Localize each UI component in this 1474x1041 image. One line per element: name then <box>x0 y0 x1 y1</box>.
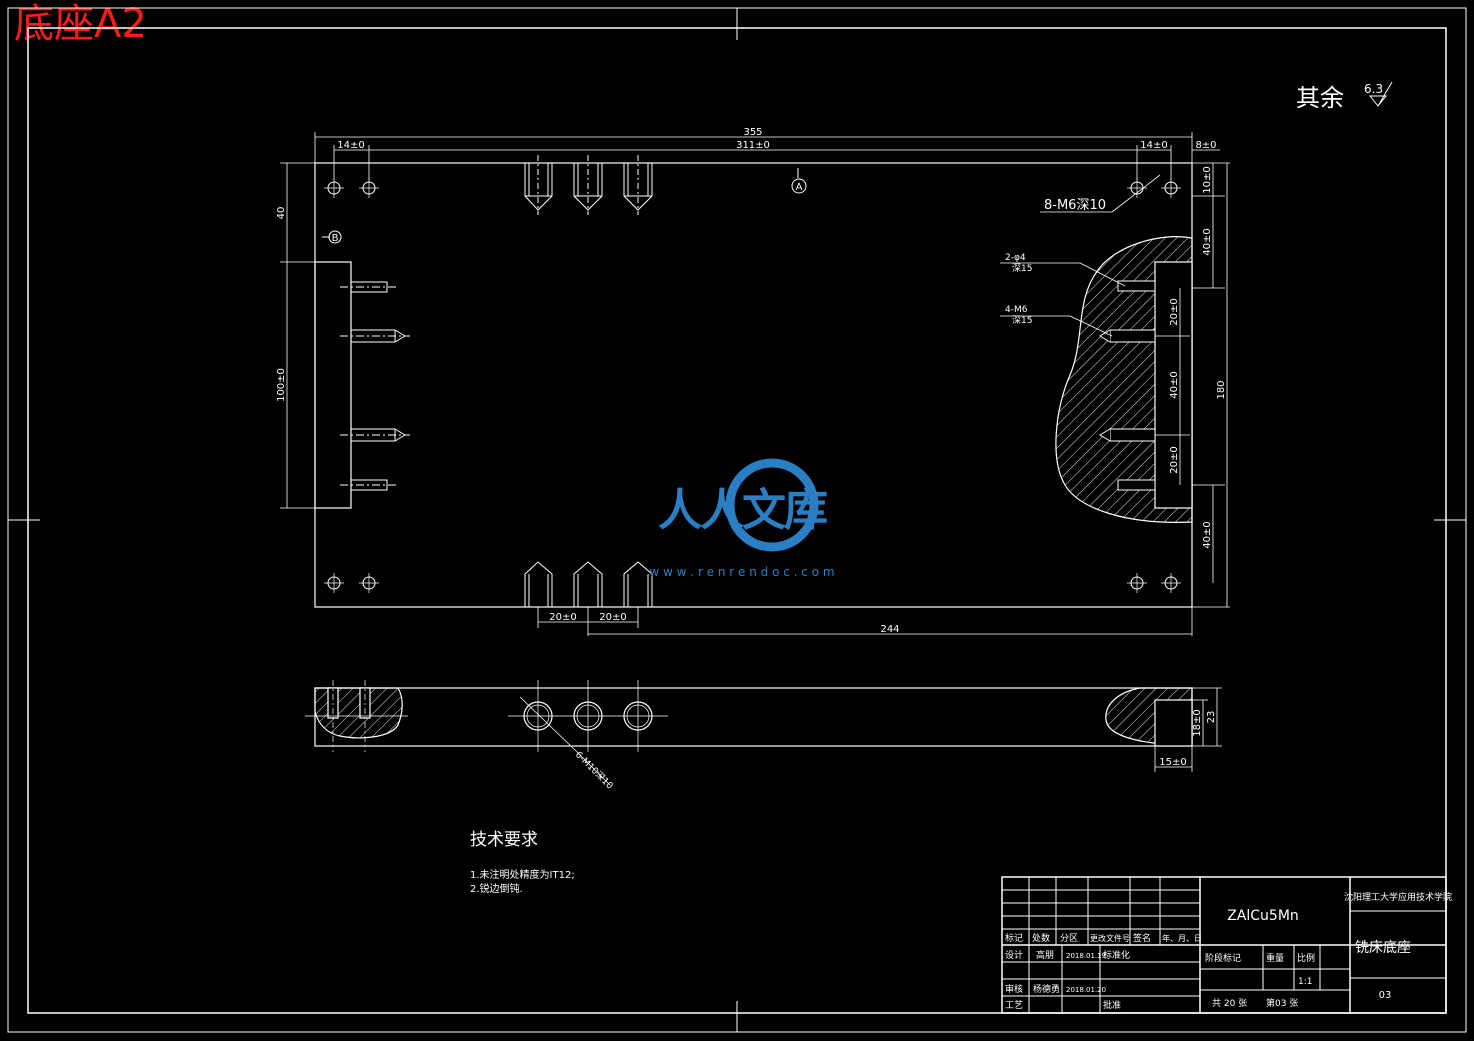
dim-10: 10±0 <box>1202 166 1213 193</box>
hdr-mark: 标记 <box>1005 932 1023 944</box>
dim-15: 15±0 <box>1159 757 1186 768</box>
hdr-change-doc: 更改文件号 <box>1090 933 1130 943</box>
callout-m6-l2: 深15 <box>1012 315 1032 326</box>
side-view <box>305 680 1193 752</box>
designer: 高朋 <box>1036 949 1054 961</box>
drawing-number: 03 <box>1379 990 1392 1001</box>
plan-view <box>314 155 1193 608</box>
scale-value: 1:1 <box>1298 977 1312 987</box>
standardization-label: 标准化 <box>1103 949 1130 961</box>
dim-180: 180 <box>1216 380 1227 399</box>
dim-14-right: 14±0 <box>1140 140 1167 151</box>
dim-311: 311±0 <box>736 140 770 151</box>
title-block-text: ZAlCu5Mn 沈阳理工大学应用技术学院 铣床底座 03 标记 处数 分区 更… <box>1005 891 1452 1011</box>
title-block <box>1001 876 1447 1014</box>
dim-14-left: 14±0 <box>337 140 364 151</box>
school-name: 沈阳理工大学应用技术学院 <box>1344 891 1452 903</box>
reviewer: 杨德勇 <box>1033 983 1060 995</box>
sheet-number: 第03 张 <box>1266 997 1298 1009</box>
callouts <box>519 174 1161 786</box>
dim-8: 8±0 <box>1195 140 1216 151</box>
sheet-frame <box>7 7 1467 1033</box>
datum-a-label: A <box>796 182 803 193</box>
plan-dimension-text: 355 14±0 311±0 14±0 8±0 40 100±0 10±0 40… <box>276 127 1227 635</box>
dim-20b: 20±0 <box>1169 446 1180 473</box>
plan-dimensions <box>280 132 1230 636</box>
sheet-label: 底座A2 <box>14 1 147 47</box>
roughness-prefix: 其余 <box>1296 84 1344 112</box>
dim-23: 23 <box>1206 711 1217 724</box>
callout-m6-holes: 8-M6深10 <box>1044 198 1106 213</box>
dim-18: 18±0 <box>1192 709 1203 736</box>
dim-20-bottom1: 20±0 <box>549 612 576 623</box>
part-name: 铣床底座 <box>1355 940 1411 956</box>
weight-label: 重量 <box>1266 952 1284 964</box>
design-date: 2018.01.19 <box>1066 952 1106 960</box>
material: ZAlCu5Mn <box>1227 908 1299 924</box>
tech-req-title: 技术要求 <box>470 830 538 850</box>
watermark-url: w w w . r e n r e n d o c . c o m <box>649 565 834 579</box>
callout-phi4-l1: 2-φ4 <box>1005 253 1026 263</box>
hdr-sign: 签名 <box>1133 932 1151 944</box>
dim-244: 244 <box>880 624 899 635</box>
tech-req-item-2: 2.锐边倒钝. <box>470 882 523 895</box>
dim-20a: 20±0 <box>1169 298 1180 325</box>
dim-100: 100±0 <box>276 368 287 402</box>
hdr-zone: 分区 <box>1060 933 1078 944</box>
total-sheets: 共 20 张 <box>1212 998 1247 1009</box>
technical-requirements: 技术要求 1.未注明处精度为IT12; 2.锐边倒钝. <box>470 830 575 895</box>
review-label: 审核 <box>1005 983 1023 995</box>
datum-symbols: A B <box>322 168 807 244</box>
dim-20-bottom2: 20±0 <box>599 612 626 623</box>
dim-40a: 40±0 <box>1202 228 1213 255</box>
dim-40c: 40±0 <box>1202 521 1213 548</box>
side-dimension-text: 23 18±0 15±0 <box>1159 709 1217 768</box>
callout-m6-l1: 4-M6 <box>1005 305 1028 315</box>
watermark: 人人文库 w w w . r e n r e n d o c . c o m <box>649 458 835 579</box>
tech-req-item-1: 1.未注明处精度为IT12; <box>470 868 575 881</box>
roughness-note: 其余 6.3 <box>1296 81 1393 112</box>
dim-40b: 40±0 <box>1169 371 1180 398</box>
callout-phi4-l2: 深15 <box>1012 263 1032 274</box>
dim-40-left: 40 <box>276 207 287 220</box>
process-label: 工艺 <box>1005 1000 1023 1011</box>
scale-label: 比例 <box>1297 952 1315 964</box>
hdr-count: 处数 <box>1032 932 1050 944</box>
approve-label: 批准 <box>1103 999 1121 1011</box>
review-date: 2018.01.20 <box>1066 986 1106 994</box>
design-label: 设计 <box>1005 949 1023 961</box>
dim-overall: 355 <box>743 127 762 138</box>
watermark-brand: 人人文库 <box>658 485 827 536</box>
callout-side-holes: 6-M10深10 <box>573 749 615 791</box>
datum-b-label: B <box>332 233 339 244</box>
side-dimensions <box>1154 687 1222 772</box>
roughness-symbol-icon <box>1368 81 1393 107</box>
stage-mark-label: 阶段标记 <box>1205 952 1241 964</box>
hdr-date: 年、月、日 <box>1162 933 1202 943</box>
watermark-ring-icon <box>725 458 819 552</box>
roughness-value: 6.3 <box>1364 82 1383 96</box>
